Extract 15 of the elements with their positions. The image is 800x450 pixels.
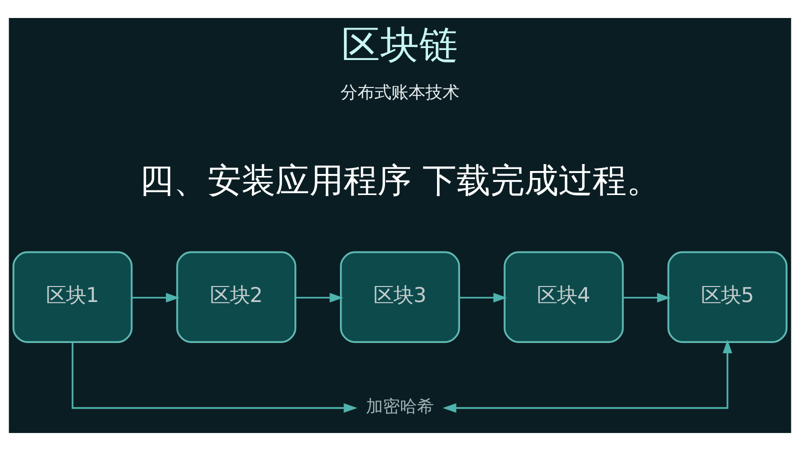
diagram-title: 区块链: [342, 22, 458, 68]
node-text: 加密哈希: [366, 396, 434, 416]
arrow: [623, 292, 671, 302]
arrow: [72, 342, 358, 412]
node-box: 区块3: [340, 250, 460, 342]
node-box: 区块5: [667, 250, 788, 342]
node-box: 区块2: [176, 250, 296, 342]
label: 四、安装应用程序 下载完成过程。: [140, 160, 660, 200]
label: 分布式账本技术: [340, 82, 460, 103]
node-box: 区块1: [12, 250, 133, 342]
arrow: [132, 292, 180, 302]
arrow: [460, 292, 508, 302]
node-box: 区块4: [504, 250, 624, 342]
arrow: [442, 339, 732, 412]
arrow: [296, 292, 344, 302]
